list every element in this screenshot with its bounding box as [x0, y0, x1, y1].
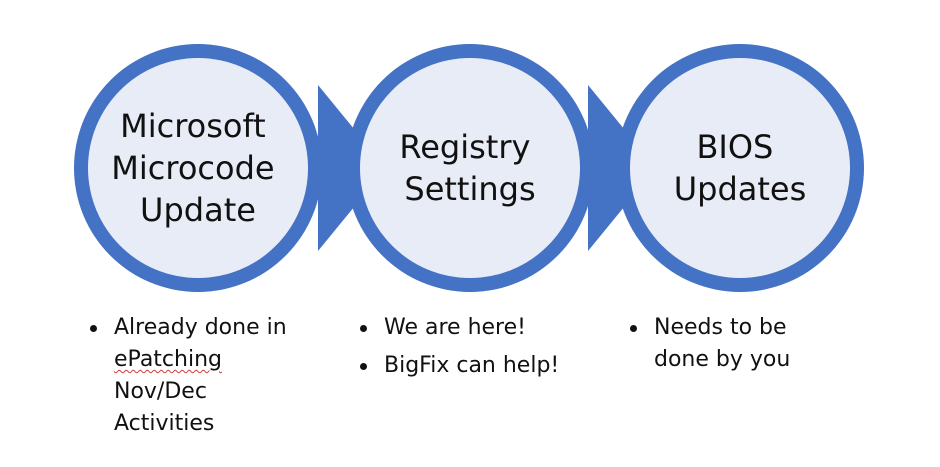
bullet-line: done by you: [654, 347, 791, 372]
stage-1-title-line: Microcode: [111, 149, 274, 187]
bullet-item: BigFix can help!: [358, 350, 598, 382]
stage-circle-bios-updates: [616, 44, 864, 292]
bullet-item: Needs to be done by you: [628, 312, 868, 376]
bullet-item: We are here!: [358, 312, 598, 344]
stage-3-title-line: BIOS: [696, 128, 773, 166]
bullet-line: Already done in: [114, 315, 287, 340]
stage-circle-registry-settings: [346, 44, 594, 292]
stage-3-title-line: Updates: [674, 170, 807, 208]
stage-2-title-line: Settings: [404, 170, 535, 208]
stage-1-bullet-list: Already done in ePatching Nov/Dec Activi…: [88, 312, 328, 446]
stage-2-bullet-list: We are here! BigFix can help!: [358, 312, 598, 388]
bullet-line-spellcheck: ePatching: [114, 347, 222, 372]
stage-circle-microsoft-microcode: [74, 44, 322, 292]
stage-1-title-line: Update: [140, 191, 256, 229]
stage-3-title: BIOS Updates: [674, 128, 807, 208]
bullet-item: Already done in ePatching Nov/Dec Activi…: [88, 312, 328, 440]
bullet-line: Activities: [114, 411, 215, 436]
stage-3-bullet-list: Needs to be done by you: [628, 312, 868, 382]
stage-1-title-line: Microsoft: [120, 107, 266, 145]
stage-2-title: Registry Settings: [399, 128, 540, 208]
bullet-line: Needs to be: [654, 315, 787, 340]
stage-2-title-line: Registry: [399, 128, 530, 166]
stage-1-title: Microsoft Microcode Update: [111, 107, 284, 229]
bullet-line: BigFix can help!: [384, 353, 560, 378]
bullet-line: We are here!: [384, 315, 526, 340]
bullet-line: Nov/Dec: [114, 379, 207, 404]
